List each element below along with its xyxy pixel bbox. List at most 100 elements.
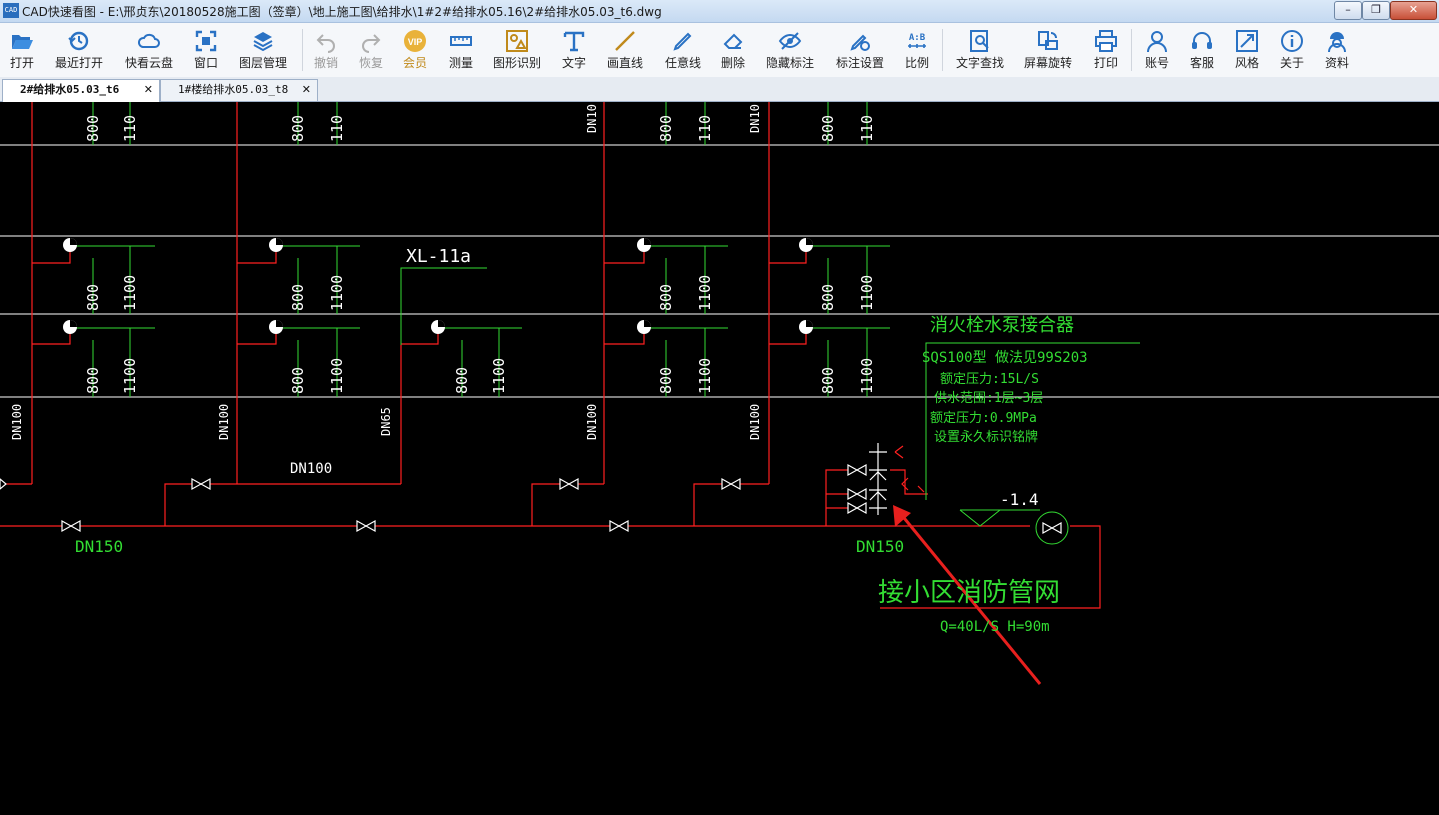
dim-1100: 1100	[328, 275, 346, 311]
about-button[interactable]: 关于	[1274, 23, 1310, 77]
fire-hydrant-icon	[269, 238, 283, 252]
dim-1100: 1100	[696, 358, 714, 394]
ruler-icon	[450, 36, 472, 46]
pipe-label-dn100: DN100	[748, 404, 762, 440]
fire-hydrant-icon	[799, 320, 813, 334]
title-bar: CAD CAD快速看图 - E:\邢贞东\20180528施工图（签章）\地上施…	[0, 0, 1439, 23]
riser-label: XL-11a	[406, 246, 471, 267]
service-button[interactable]: 客服	[1184, 23, 1220, 77]
rotate-screen-label: 屏幕旋转	[1023, 56, 1072, 70]
toolbar-separator	[942, 29, 943, 71]
minimize-button[interactable]: –	[1334, 1, 1362, 20]
hide-marks-button[interactable]: 隐藏标注	[762, 23, 818, 77]
cloud-button[interactable]: 快看云盘	[120, 23, 178, 77]
fire-hydrant-icon	[637, 320, 651, 334]
fire-hydrant-icon	[799, 238, 813, 252]
dim-1100: 1100	[328, 358, 346, 394]
gate-valve-icon	[847, 487, 867, 501]
engineer-icon	[1328, 32, 1346, 53]
network-label: 接小区消防管网	[878, 578, 1060, 608]
service-label: 客服	[1189, 56, 1214, 70]
tab-current-drawing[interactable]: 2#给排水05.03_t6 ✕	[2, 79, 160, 102]
pipe-label-dn100: DN100	[217, 404, 231, 440]
redo-button[interactable]: 恢复	[353, 23, 389, 77]
vip-label: 会员	[402, 56, 427, 70]
find-text-button[interactable]: 文字查找	[950, 23, 1010, 77]
toolbar-separator	[1131, 29, 1132, 71]
recent-button[interactable]: 最近打开	[50, 23, 108, 77]
close-button[interactable]: ✕	[1390, 1, 1437, 20]
fire-hydrant-icon	[63, 320, 77, 334]
find-text-icon	[970, 30, 989, 52]
gate-valve-icon	[721, 477, 741, 491]
annotation-line3: 供水范围:1层~3层	[934, 391, 1043, 406]
dim-110: 110	[858, 115, 876, 142]
floor-lines	[0, 144, 1439, 398]
toolbar-separator	[302, 29, 303, 71]
scale-icon: A:B	[908, 33, 926, 48]
account-button[interactable]: 账号	[1139, 23, 1175, 77]
redo-icon	[362, 34, 381, 53]
pen-icon	[673, 32, 692, 51]
redo-label: 恢复	[358, 56, 383, 70]
elevation-label: -1.4	[1000, 490, 1039, 509]
print-button[interactable]: 打印	[1088, 23, 1124, 77]
restore-button[interactable]: ❐	[1362, 1, 1390, 20]
pipe-label-dn150: DN150	[75, 537, 123, 556]
pipe-label-dn65: DN65	[379, 407, 393, 436]
recognize-label: 图形识别	[492, 56, 541, 70]
dim-800: 800	[84, 284, 102, 311]
folder-open-icon	[12, 35, 33, 49]
dim-800: 800	[453, 367, 471, 394]
pipe-label-dn10: DN10	[585, 104, 599, 133]
annotation-line2: 额定压力:15L/S	[940, 372, 1039, 387]
tab-close-icon[interactable]: ✕	[143, 83, 153, 96]
tab-close-icon[interactable]: ✕	[301, 83, 311, 96]
freehand-label: 任意线	[664, 56, 701, 70]
resources-button[interactable]: 资料	[1319, 23, 1355, 77]
dim-110: 110	[696, 115, 714, 142]
line-icon	[615, 31, 635, 51]
scale-button[interactable]: A:B 比例	[899, 23, 935, 77]
measure-button[interactable]: 测量	[443, 23, 479, 77]
drawing-canvas[interactable]: 800 110 800 110 800 110 800 110 800 1100…	[0, 102, 1439, 815]
dim-800: 800	[657, 367, 675, 394]
draw-line-button[interactable]: 画直线	[602, 23, 648, 77]
style-button[interactable]: 风格	[1229, 23, 1265, 77]
printer-icon	[1095, 30, 1117, 52]
green-annotations: DN150 DN150 消火栓水泵接合器 SQS100型 做法见99S203 额…	[75, 315, 1088, 635]
rotate-screen-button[interactable]: 屏幕旋转	[1018, 23, 1078, 77]
headset-icon	[1192, 32, 1212, 49]
layers-icon	[253, 32, 273, 52]
vip-button[interactable]: VIP 会员	[397, 23, 433, 77]
open-button[interactable]: 打开	[2, 23, 42, 77]
recognize-button[interactable]: 图形识别	[488, 23, 546, 77]
info-icon	[1281, 30, 1303, 52]
eye-off-icon	[778, 32, 802, 50]
white-dimension-texts: 800 110 800 110 800 110 800 110 800 1100…	[84, 115, 876, 394]
account-label: 账号	[1144, 56, 1169, 70]
undo-button[interactable]: 撤销	[308, 23, 344, 77]
pipe-label-dn100: DN100	[290, 461, 332, 477]
freehand-button[interactable]: 任意线	[660, 23, 706, 77]
tab-other-drawing[interactable]: 1#楼给排水05.03_t8 ✕	[160, 79, 318, 101]
layers-button[interactable]: 图层管理	[234, 23, 292, 77]
pen-gear-icon	[850, 34, 870, 51]
dim-1100: 1100	[121, 358, 139, 394]
style-label: 风格	[1234, 56, 1259, 70]
erase-button[interactable]: 删除	[715, 23, 751, 77]
pipe-network	[0, 102, 1101, 609]
pipe-label-dn150: DN150	[856, 537, 904, 556]
cloud-icon	[137, 33, 160, 48]
about-label: 关于	[1279, 56, 1304, 70]
dim-800: 800	[819, 284, 837, 311]
mark-settings-button[interactable]: 标注设置	[830, 23, 890, 77]
recent-label: 最近打开	[54, 56, 103, 70]
hydrant-symbols	[63, 238, 813, 334]
window-button[interactable]: 窗口	[188, 23, 224, 77]
text-button[interactable]: 文字	[556, 23, 592, 77]
dim-800: 800	[819, 115, 837, 142]
annotation-line4: 额定压力:0.9MPa	[930, 411, 1037, 426]
erase-label: 删除	[720, 56, 745, 70]
vip-icon: VIP	[404, 30, 426, 52]
